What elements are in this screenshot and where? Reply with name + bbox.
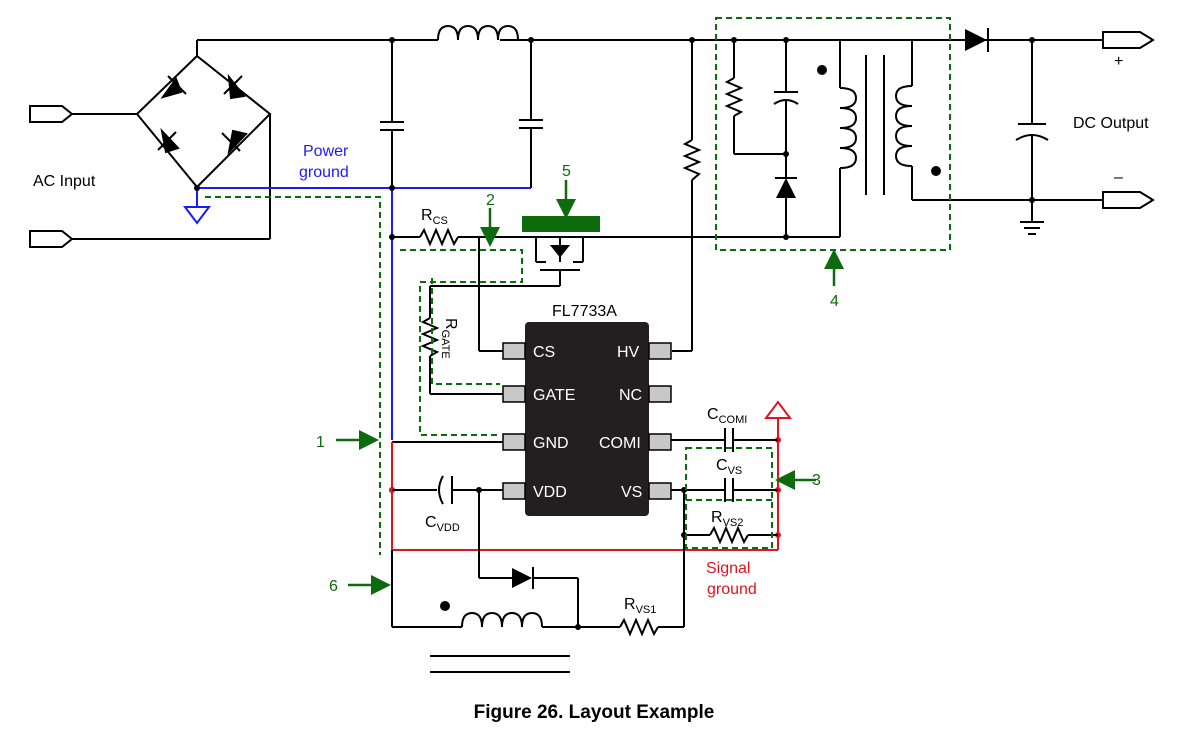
ccomi-label: CCOMI	[707, 406, 747, 426]
loop-2-region	[400, 249, 523, 436]
aux-winding-dot	[440, 601, 450, 611]
power-ground-label-line1: Power	[303, 143, 349, 160]
dc-output-plus: +	[1114, 53, 1123, 70]
rvs1-label: RVS1	[624, 596, 656, 616]
dc-output-label: DC Output	[1073, 115, 1149, 132]
bridge-rectifier	[135, 40, 272, 239]
signal-ground-label-line2: ground	[707, 581, 757, 598]
power-ground-label-line2: ground	[299, 164, 349, 181]
ic-name-label: FL7733A	[552, 303, 617, 320]
loop-3-region	[685, 447, 773, 549]
auxiliary-winding-circuit	[391, 490, 684, 673]
power-ground-trace	[183, 187, 531, 440]
flyback-transformer	[692, 39, 1103, 238]
marker-arrows	[336, 180, 844, 595]
mosfet	[430, 237, 584, 287]
capacitor-cvdd	[392, 475, 503, 505]
snubber-diode	[775, 177, 797, 198]
capacitor-cvs	[671, 478, 778, 502]
junction-dot-snubber	[783, 151, 789, 157]
marker-6: 6	[329, 578, 338, 595]
dc-output-connectors	[1102, 31, 1155, 209]
input-capacitor-1	[380, 40, 404, 188]
rvs2-label: RVS2	[711, 509, 743, 529]
aux-diode	[512, 567, 534, 589]
secondary-dot	[931, 166, 941, 176]
primary-dot	[817, 65, 827, 75]
ac-input-label: AC Input	[33, 173, 96, 190]
hv-resistor	[672, 40, 702, 352]
pin-nc: NC	[619, 387, 642, 404]
marker-5: 5	[562, 163, 571, 180]
fl7733a-ic: FL7733A CS GATE GND VDD HV NC COMI VS	[502, 303, 672, 516]
marker-4: 4	[830, 293, 839, 310]
gate-resistor-rgate	[420, 286, 503, 395]
junction-dots-ground	[194, 185, 395, 493]
output-capacitor	[1015, 40, 1049, 235]
pin-vs: VS	[621, 484, 642, 501]
figure-caption: Figure 26. Layout Example	[473, 702, 715, 723]
junction-dot-output	[1029, 197, 1035, 203]
dc-output-minus: –	[1114, 169, 1123, 186]
pin-hv: HV	[617, 344, 640, 361]
resistor-rvs2	[683, 490, 778, 627]
pin-comi: COMI	[599, 435, 641, 452]
output-diode	[965, 28, 989, 52]
input-inductor	[437, 24, 519, 41]
signal-ground-label-line1: Signal	[706, 560, 750, 577]
capacitor-ccomi	[671, 428, 778, 452]
rgate-label: RGATE	[439, 318, 459, 359]
pin-gate: GATE	[533, 387, 575, 404]
marker-2: 2	[486, 192, 495, 209]
ac-input-connector-top	[29, 105, 137, 123]
circuit-schematic: AC Input	[29, 17, 1155, 673]
cvs-label: CVS	[716, 457, 742, 477]
input-capacitor-2	[519, 40, 543, 188]
pin-vdd: VDD	[533, 484, 567, 501]
rcs-label: RCS	[421, 207, 448, 227]
gate-loop-region	[431, 278, 500, 385]
ac-input-connector-bottom	[29, 230, 270, 248]
marker-3: 3	[812, 472, 821, 489]
marker-1: 1	[316, 434, 325, 451]
pin-cs: CS	[533, 344, 555, 361]
pin-gnd: GND	[533, 435, 569, 452]
loop-1-region	[205, 196, 381, 555]
loop-4-region	[715, 17, 951, 251]
junction-dot-aux	[575, 624, 581, 630]
snubber-circuit	[724, 40, 799, 237]
cvdd-label: CVDD	[425, 514, 460, 534]
mosfet-heatsink-marker-5	[522, 216, 600, 232]
